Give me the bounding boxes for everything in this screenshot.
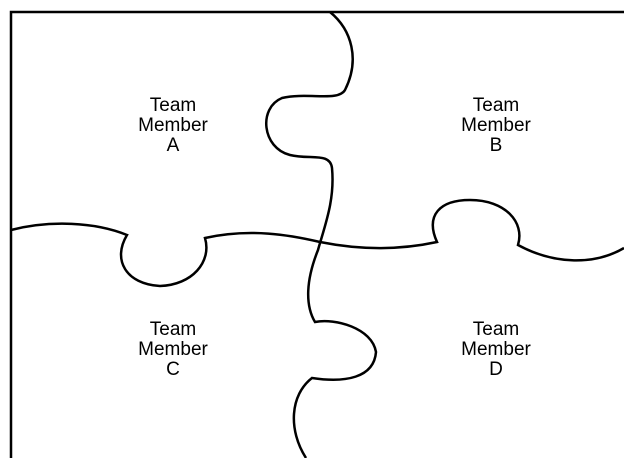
piece-c-line-2: Member bbox=[103, 340, 243, 360]
piece-c-line-3: C bbox=[103, 360, 243, 380]
piece-a-label: Team Member A bbox=[103, 96, 243, 156]
piece-b-line-1: Team bbox=[426, 96, 566, 116]
piece-b-line-3: B bbox=[426, 136, 566, 156]
piece-a-line-2: Member bbox=[103, 116, 243, 136]
piece-d-line-3: D bbox=[426, 360, 566, 380]
piece-a-line-3: A bbox=[103, 136, 243, 156]
piece-a-line-1: Team bbox=[103, 96, 243, 116]
piece-d-label: Team Member D bbox=[426, 320, 566, 380]
piece-b-label: Team Member B bbox=[426, 96, 566, 156]
piece-d-line-1: Team bbox=[426, 320, 566, 340]
frame-edge bbox=[11, 12, 624, 458]
piece-d-line-2: Member bbox=[426, 340, 566, 360]
horizontal-seam bbox=[11, 200, 624, 286]
piece-c-line-1: Team bbox=[103, 320, 243, 340]
piece-c-label: Team Member C bbox=[103, 320, 243, 380]
piece-b-line-2: Member bbox=[426, 116, 566, 136]
